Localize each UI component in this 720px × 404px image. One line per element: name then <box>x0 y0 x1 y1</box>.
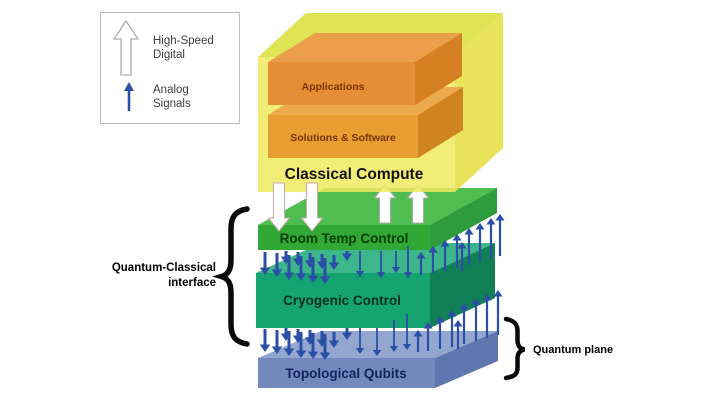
legend-analog-label: Analog Signals <box>153 84 191 110</box>
analog-up-arrow-head <box>486 218 496 225</box>
analog-up-arrow-head <box>475 223 485 230</box>
analog-down-arrow-head <box>283 272 295 280</box>
applications-top-face <box>268 33 462 62</box>
analog-down-arrow-head <box>307 351 319 359</box>
analog-signals-arrow-icon <box>124 82 134 111</box>
analog-down-arrow-head <box>283 348 295 356</box>
blue-top-face <box>258 331 498 358</box>
teal-front-face <box>256 273 430 328</box>
analog-up-arrow-head <box>471 298 481 305</box>
analog-down-arrow-head <box>355 348 365 354</box>
analog-down-arrow-head <box>271 346 283 354</box>
solutions-software-label: Solutions & Software <box>290 132 396 144</box>
analog-arrow-head <box>124 82 134 91</box>
cryogenic-control-box <box>256 243 495 328</box>
analog-down-arrow-head <box>319 276 331 284</box>
legend-box: High-Speed Digital Analog Signals <box>100 12 240 124</box>
analog-down-arrow-head <box>316 261 328 269</box>
analog-down-arrow-head <box>319 352 331 360</box>
analog-up-arrow-head <box>495 214 505 221</box>
applications-front-face <box>268 62 415 105</box>
analog-up-arrow-head <box>447 310 457 317</box>
applications-side-face <box>415 33 462 105</box>
quantum-classical-interface-label-line2: interface <box>168 277 216 289</box>
analog-down-arrow-head <box>316 339 328 347</box>
analog-up-arrow-head <box>457 242 467 249</box>
analog-down-arrow-head <box>341 253 353 261</box>
analog-down-arrow-head <box>295 273 307 281</box>
analog-down-arrow-head <box>389 346 399 352</box>
analog-down-arrow-head <box>355 271 365 277</box>
analog-down-arrow-head <box>259 267 271 275</box>
analog-up-arrow-head <box>423 322 433 329</box>
digital-down-arrow <box>268 182 290 232</box>
analog-down-arrow-head <box>403 272 413 278</box>
analog-down-arrow-head <box>304 260 316 268</box>
legend-row-digital: High-Speed Digital <box>109 19 233 77</box>
analog-up-arrow-head <box>453 320 463 327</box>
legend-digital-label: High-Speed Digital <box>153 35 214 61</box>
quantum-plane-label: Quantum plane <box>533 344 613 356</box>
room-temp-control-label: Room Temp Control <box>280 231 409 246</box>
green-side-face <box>430 188 497 250</box>
analog-up-arrow-head <box>493 290 503 297</box>
teal-side-face <box>430 243 495 328</box>
analog-down-arrow-head <box>292 335 304 343</box>
blue-front-face <box>258 358 435 388</box>
solutions-side-face <box>418 87 463 158</box>
analog-down-arrow-head <box>391 267 401 273</box>
topological-qubits-label: Topological Qubits <box>285 366 406 381</box>
analog-up-arrow-head <box>416 252 426 259</box>
analog-up-arrow-head <box>482 294 492 301</box>
right-curly-brace <box>503 316 526 381</box>
analog-up-arrow-head <box>413 330 423 337</box>
left-curly-brace <box>212 206 250 347</box>
analog-up-arrow-head <box>459 303 469 310</box>
analog-down-arrow-head <box>341 332 353 340</box>
digital-down-arrow <box>301 182 323 232</box>
analog-down-arrow-head <box>280 256 292 264</box>
analog-down-arrow-head <box>304 337 316 345</box>
applications-label: Applications <box>301 81 364 93</box>
topological-qubits-box <box>258 331 498 388</box>
quantum-classical-interface-label-line1: Quantum-Classical <box>112 262 216 274</box>
analog-up-arrow-head <box>464 228 474 235</box>
analog-up-arrow-head <box>428 246 438 253</box>
digital-down-arrows-group <box>268 182 323 232</box>
analog-down-arrow-head <box>328 340 340 348</box>
analog-down-arrow-head <box>402 344 412 350</box>
yellow-side-face <box>455 13 503 192</box>
analog-down-arrow-head <box>292 258 304 266</box>
analog-down-arrow-head <box>295 350 307 358</box>
applications-box: Applications <box>268 33 462 105</box>
analog-down-arrow-head <box>372 350 382 356</box>
high-speed-digital-arrow-icon <box>113 20 139 76</box>
blue-side-face <box>435 331 498 388</box>
analog-down-arrow-head <box>271 269 283 277</box>
cryogenic-control-label: Cryogenic Control <box>283 293 401 308</box>
solutions-front-face <box>268 115 418 158</box>
analog-up-arrow-head <box>435 316 445 323</box>
analog-up-arrow-head <box>440 240 450 247</box>
analog-arrows-group <box>259 214 505 360</box>
analog-down-arrow-head <box>376 272 386 278</box>
analog-up-arrow-head <box>452 234 462 241</box>
classical-compute-label: Classical Compute <box>285 166 424 183</box>
analog-down-arrow-head <box>280 333 292 341</box>
analog-down-arrow-head <box>307 275 319 283</box>
digital-arrow-shape <box>113 20 139 76</box>
green-front-face <box>258 225 430 250</box>
legend-row-analog: Analog Signals <box>109 81 233 113</box>
analog-down-arrow-head <box>259 344 271 352</box>
analog-down-arrow-head <box>328 262 340 270</box>
